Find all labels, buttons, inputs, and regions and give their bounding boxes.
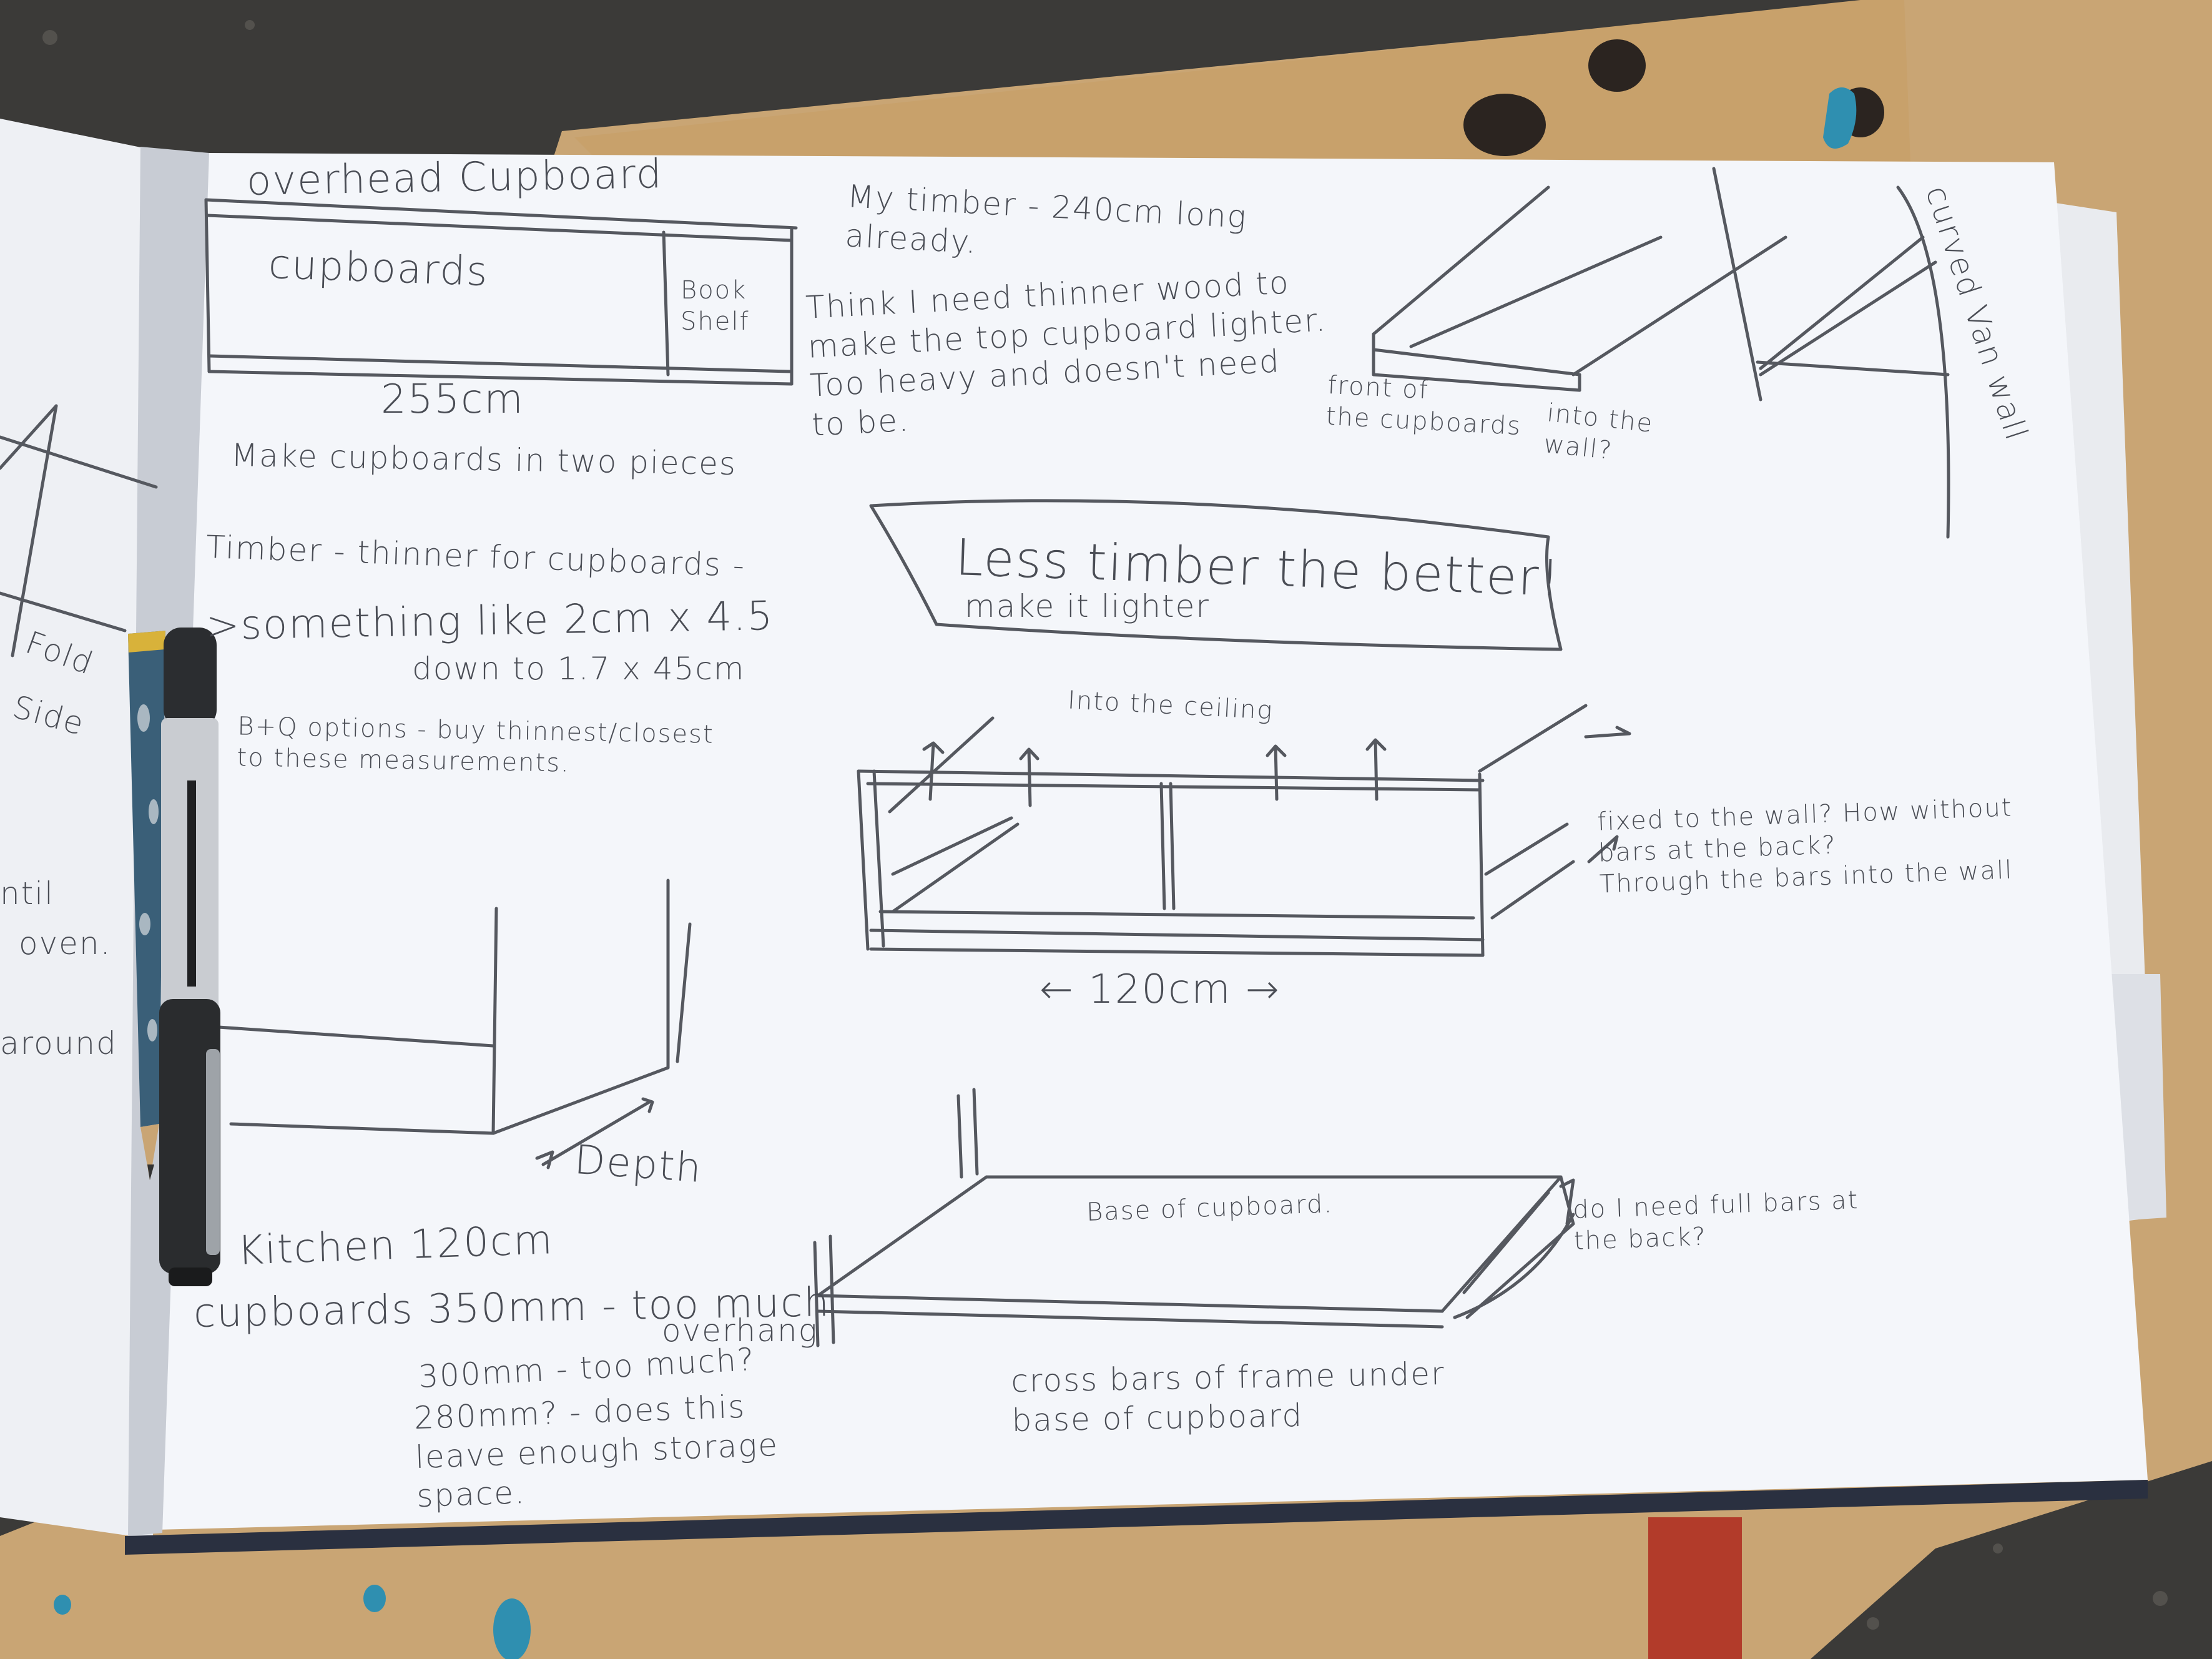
base-cupboard-sketch bbox=[813, 1088, 1575, 1347]
left-page-sketch bbox=[0, 404, 158, 657]
overhead-cupboard-title: overhead Cupboard bbox=[246, 151, 664, 205]
bq-options-note: B+Q options - buy thinnest/closest to th… bbox=[237, 712, 715, 778]
overhang-note: overhang bbox=[662, 1312, 818, 1349]
book-bottom-edge bbox=[125, 1480, 2148, 1555]
right-page bbox=[156, 153, 2148, 1530]
make-lighter-slogan: make it lighter bbox=[965, 588, 1210, 624]
front-of-cupboards-note: front of the cupboards bbox=[1325, 370, 1523, 441]
workbench-back-rail bbox=[574, 0, 1910, 187]
pencil-object bbox=[128, 631, 165, 1180]
into-the-wall-note: into the wall? bbox=[1542, 398, 1655, 466]
cupboard-perspective-sketch bbox=[857, 704, 1631, 957]
thinner-wood-note: Think I need thinner wood to make the to… bbox=[805, 264, 1328, 443]
left-around-word: around bbox=[0, 1025, 117, 1061]
book-shelf-label: Book Shelf bbox=[681, 276, 750, 336]
depth-sketch bbox=[217, 879, 692, 1169]
sloped-board-sketch bbox=[1372, 185, 1787, 392]
mm280-note: 280mm? - does this leave enough storage … bbox=[413, 1388, 779, 1515]
depth-label: Depth bbox=[573, 1136, 704, 1193]
overhead-cupboard-sketch bbox=[204, 198, 798, 386]
fixed-to-wall-note: fixed to the wall? How without bars at t… bbox=[1596, 793, 2014, 899]
pencil-sketches bbox=[0, 167, 1950, 1347]
clamp-red-bar bbox=[1648, 1517, 1742, 1659]
left-ntil-word: ntil bbox=[0, 875, 55, 912]
pen-object bbox=[159, 628, 220, 1286]
cupboards-label: cupboards bbox=[267, 241, 489, 296]
full-bars-note: do I need full bars at the back? bbox=[1572, 1186, 1860, 1256]
left-oven-word: oven. bbox=[19, 925, 112, 962]
slogan-banner bbox=[869, 499, 1563, 651]
width-255-label: 255cm bbox=[381, 377, 524, 423]
something-like-note: >something like 2cm x 4.5 bbox=[205, 593, 774, 649]
width-120-label: ← 120cm → bbox=[1040, 967, 1281, 1013]
curved-van-wall-sketch bbox=[1712, 167, 1950, 539]
down-to-note: down to 1.7 x 45cm bbox=[412, 651, 745, 687]
paint-splashes bbox=[54, 87, 1857, 1659]
cross-bars-note: cross bars of frame under base of cupboa… bbox=[1010, 1355, 1445, 1439]
